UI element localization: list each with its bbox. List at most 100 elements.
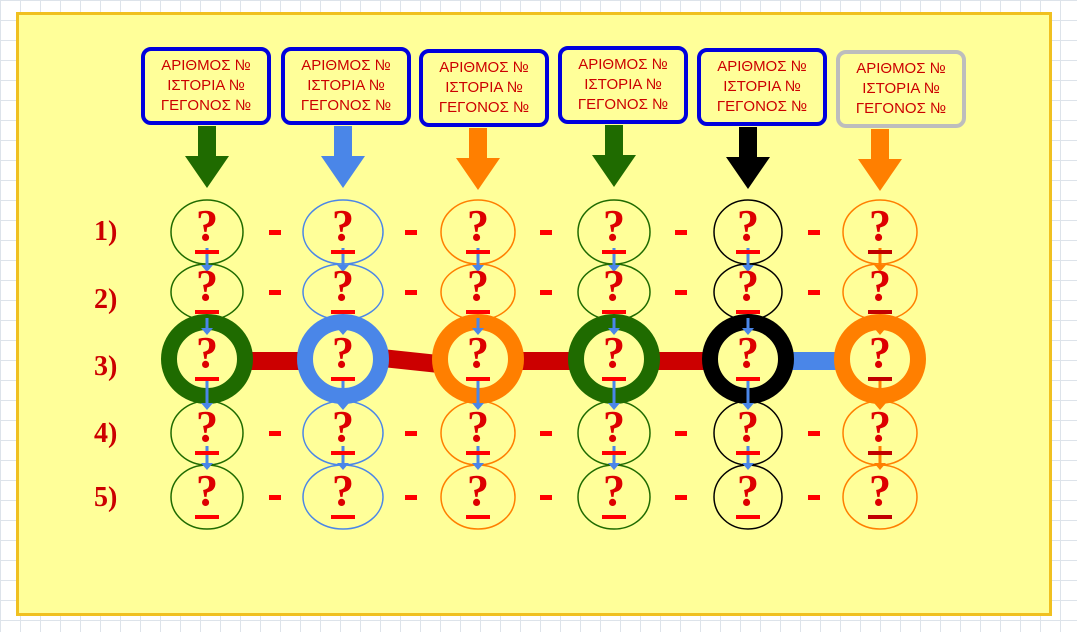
link-arrow-icon: [874, 265, 886, 272]
link-arrow-icon: [472, 403, 484, 410]
question-mark: ?: [603, 261, 625, 310]
separator-dash: [808, 230, 820, 235]
answer-underline: [195, 515, 219, 519]
answer-underline: [331, 250, 355, 254]
down-arrow-icon: [456, 158, 500, 190]
row-label-3: 3): [94, 351, 118, 382]
question-mark: ?: [332, 201, 354, 250]
question-mark: ?: [196, 402, 218, 451]
down-arrow-icon: [739, 127, 757, 157]
question-mark: ?: [869, 261, 891, 310]
question-mark: ?: [467, 402, 489, 451]
separator-dash: [404, 230, 417, 235]
header-box-2: ΑΡΙΘΜΟΣ № ΙΣΤΟΡΙΑ № ΓΕΓΟΝΟΣ №: [281, 47, 411, 125]
header-line: ΓΕΓΟΝΟΣ №: [855, 100, 947, 117]
link-arrow-icon: [337, 463, 349, 470]
separator-dash: [540, 431, 552, 436]
answer-underline: [868, 310, 892, 314]
header-box-4: ΑΡΙΘΜΟΣ № ΙΣΤΟΡΙΑ № ΓΕΓΟΝΟΣ №: [558, 46, 688, 124]
answer-underline: [602, 451, 626, 455]
question-mark: ?: [332, 328, 354, 377]
row-label-2: 2): [94, 284, 118, 315]
link-arrow-icon: [874, 463, 886, 470]
connector-bar: [778, 352, 850, 370]
answer-underline: [868, 451, 892, 455]
answer-underline: [602, 250, 626, 254]
link-arrow-icon: [742, 463, 754, 470]
header-box-5: ΑΡΙΘΜΟΣ № ΙΣΤΟΡΙΑ № ΓΕΓΟΝΟΣ №: [697, 48, 827, 126]
answer-underline: [868, 515, 892, 519]
answer-underline: [331, 451, 355, 455]
answer-underline: [466, 250, 490, 254]
link-arrow-icon: [472, 463, 484, 470]
answer-underline: [736, 515, 760, 519]
answer-underline: [331, 310, 355, 314]
answer-underline: [736, 377, 760, 381]
answer-underline: [602, 515, 626, 519]
link-arrow-icon: [201, 328, 213, 335]
separator-dash: [404, 431, 417, 436]
answer-underline: [195, 451, 219, 455]
answer-underline: [736, 310, 760, 314]
header-line: ΑΡΙΘΜΟΣ №: [717, 58, 807, 75]
header-line: ΓΕΓΟΝΟΣ №: [577, 96, 669, 113]
question-mark: ?: [196, 466, 218, 515]
down-arrow-icon: [185, 156, 229, 188]
separator-dash: [540, 290, 552, 295]
link-arrow-icon: [742, 265, 754, 272]
question-mark: ?: [737, 328, 759, 377]
down-arrow-icon: [592, 155, 636, 187]
question-mark: ?: [603, 402, 625, 451]
answer-underline: [868, 377, 892, 381]
down-arrow-icon: [469, 128, 487, 158]
answer-underline: [195, 250, 219, 254]
question-mark: ?: [196, 201, 218, 250]
question-mark: ?: [603, 201, 625, 250]
link-arrow-icon: [874, 328, 886, 335]
link-arrow-icon: [874, 403, 886, 410]
link-arrow-icon: [608, 328, 620, 335]
question-mark: ?: [467, 261, 489, 310]
question-mark: ?: [869, 201, 891, 250]
answer-underline: [195, 377, 219, 381]
separator-dash: [808, 431, 820, 436]
question-mark: ?: [869, 328, 891, 377]
link-arrow-icon: [472, 265, 484, 272]
header-line: ΓΕΓΟΝΟΣ №: [438, 99, 530, 116]
header-box-1: ΑΡΙΘΜΟΣ № ΙΣΤΟΡΙΑ № ΓΕΓΟΝΟΣ №: [141, 47, 271, 125]
connector-bar: [373, 348, 448, 374]
question-mark: ?: [467, 201, 489, 250]
down-arrow-icon: [198, 126, 216, 156]
header-line: ΑΡΙΘΜΟΣ №: [578, 56, 668, 73]
separator-dash: [675, 495, 687, 500]
answer-underline: [602, 377, 626, 381]
header-line: ΑΡΙΘΜΟΣ №: [161, 57, 251, 74]
header-line: ΓΕΓΟΝΟΣ №: [160, 97, 252, 114]
link-arrow-icon: [337, 403, 349, 410]
question-mark: ?: [737, 402, 759, 451]
separator-dash: [540, 230, 552, 235]
separator-dash: [675, 230, 687, 235]
link-arrow-icon: [337, 265, 349, 272]
connector-bar: [644, 352, 718, 370]
question-mark: ?: [603, 466, 625, 515]
answer-underline: [195, 310, 219, 314]
header-line: ΙΣΤΟΡΙΑ №: [445, 79, 523, 96]
question-mark: ?: [467, 466, 489, 515]
answer-underline: [466, 515, 490, 519]
link-arrow-icon: [742, 328, 754, 335]
question-mark: ?: [869, 402, 891, 451]
separator-dash: [269, 230, 281, 235]
answer-underline: [602, 310, 626, 314]
separator-dash: [269, 495, 281, 500]
link-arrow-icon: [201, 463, 213, 470]
down-arrow-icon: [871, 129, 889, 159]
connector-bar: [508, 352, 584, 370]
header-line: ΓΕΓΟΝΟΣ №: [300, 97, 392, 114]
separator-dash: [808, 290, 820, 295]
link-arrow-icon: [608, 265, 620, 272]
question-mark: ?: [196, 328, 218, 377]
header-line: ΙΣΤΟΡΙΑ №: [307, 77, 385, 94]
separator-dash: [269, 431, 281, 436]
